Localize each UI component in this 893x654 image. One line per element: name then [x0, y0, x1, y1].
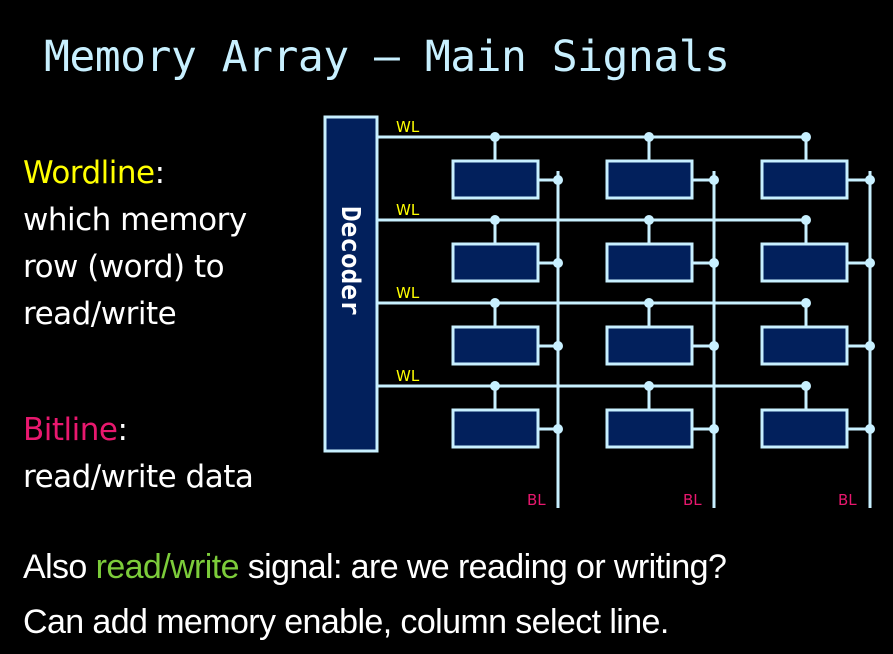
wordline-junction-dot: [644, 132, 654, 142]
readwrite-note: Also read/write signal: are we reading o…: [23, 548, 727, 587]
bitline-junction-dot: [553, 175, 563, 185]
enable-note: Can add memory enable, column select lin…: [23, 603, 669, 641]
bitline-junction-dot: [553, 341, 563, 351]
wordline-junction-dot: [490, 298, 500, 308]
memory-cell: [760, 325, 849, 366]
bitline-junction-dot: [553, 258, 563, 268]
wordline-label: WL: [396, 201, 420, 219]
wordline-junction-dot: [801, 132, 811, 142]
wordline-label: WL: [396, 118, 420, 136]
decoder-block: Decoder: [323, 115, 379, 453]
wordline-junction-dot: [490, 132, 500, 142]
wordline-description: Wordline: which memory row (word) to rea…: [23, 150, 247, 338]
wordline-junction-dot: [644, 298, 654, 308]
memory-cell: [605, 159, 694, 200]
decoder-box: [323, 115, 379, 453]
wordline-line-1: which memory: [23, 202, 247, 238]
bitline-term: Bitline: [23, 412, 118, 448]
wordline-junction-dot: [490, 215, 500, 225]
bitline-junction-dot: [865, 424, 875, 434]
wires: [377, 132, 875, 508]
memory-cell: [760, 408, 849, 449]
memory-cell: [605, 408, 694, 449]
memory-cell: [451, 325, 540, 366]
bitline-junction-dot: [865, 175, 875, 185]
readwrite-prefix: Also: [23, 548, 96, 586]
wordline-junction-dot: [801, 381, 811, 391]
bitline-colon: :: [117, 412, 128, 448]
wordline-label: WL: [396, 284, 420, 302]
memory-cell: [760, 159, 849, 200]
bitline-junction-dot: [865, 341, 875, 351]
memory-cell: [451, 408, 540, 449]
wordline-junction-dot: [644, 215, 654, 225]
wordline-junction-dot: [801, 215, 811, 225]
wordline-colon: :: [154, 155, 165, 191]
wordline-junction-dot: [490, 381, 500, 391]
bitline-junction-dot: [709, 258, 719, 268]
wordline-junction-dot: [644, 381, 654, 391]
bitline-junction-dot: [709, 175, 719, 185]
memory-cell: [605, 242, 694, 283]
bitline-junction-dot: [709, 341, 719, 351]
memory-cell: [605, 325, 694, 366]
wordline-junction-dot: [801, 298, 811, 308]
bitline-line-1: read/write data: [23, 459, 254, 495]
bitline-label: BL: [683, 491, 702, 509]
bitline-junction-dot: [865, 258, 875, 268]
bitline-junction-dot: [709, 424, 719, 434]
bitline-label: BL: [527, 491, 546, 509]
signal-labels: WL WL WL WL BL BL BL: [396, 118, 857, 509]
slide-title: Memory Array – Main Signals: [44, 32, 730, 82]
bitline-description: Bitline: read/write data: [23, 407, 254, 501]
bitline-junction-dot: [553, 424, 563, 434]
wordline-line-2: row (word) to: [23, 249, 225, 285]
memory-cell: [451, 242, 540, 283]
bitline-label: BL: [838, 491, 857, 509]
memory-cell: [451, 159, 540, 200]
readwrite-suffix: signal: are we reading or writing?: [238, 548, 727, 586]
wordline-label: WL: [396, 367, 420, 385]
memory-cell: [760, 242, 849, 283]
decoder-label: Decoder: [335, 206, 365, 316]
wordline-line-3: read/write: [23, 296, 177, 332]
wordline-term: Wordline: [23, 155, 155, 191]
readwrite-term: read/write: [95, 548, 240, 586]
